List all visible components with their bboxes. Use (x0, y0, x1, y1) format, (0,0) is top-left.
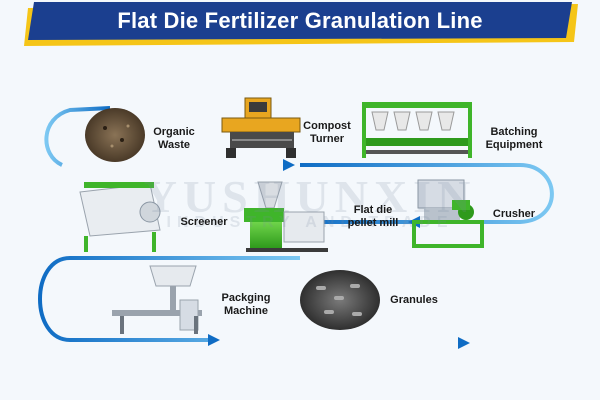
label-line: pellet mill (347, 217, 399, 229)
header-banner (24, 2, 578, 46)
watermark-sub: INDUSTRY AND TRADE (166, 214, 454, 231)
label-line: Compost (303, 120, 351, 132)
flow-segment-2 (300, 163, 554, 224)
flow-arrowhead-1 (283, 159, 295, 171)
page-title: Flat Die Fertilizer Granulation Line (117, 8, 483, 33)
flow-arrowhead-4 (458, 337, 470, 349)
step-label-granules: Granules (382, 294, 446, 307)
organic-waste-icon (85, 108, 145, 162)
watermark-brand: YUSHUNXIN (143, 171, 477, 222)
crusher-icon (412, 179, 484, 248)
label-line: Organic (153, 126, 195, 138)
step-label-packaging-machine: Packging Machine (214, 292, 278, 318)
label-line: Packging (221, 292, 271, 304)
screener-icon (79, 182, 161, 252)
label-line: Batching (490, 126, 538, 138)
step-label-compost-turner: Compost Turner (300, 120, 354, 146)
header: Flat Die Fertilizer Granulation Line (0, 0, 600, 48)
flow-line (38, 106, 554, 349)
label-line: Granules (390, 294, 438, 306)
pellet-mill-icon (244, 181, 328, 252)
compost-turner-icon (221, 97, 301, 158)
step-label-batching-equipment: Batching Equipment (478, 126, 550, 152)
label-line: Equipment (485, 139, 543, 151)
flow-arrowhead-3 (208, 334, 220, 346)
label-line: Flat die (353, 204, 393, 216)
packaging-machine-icon (112, 265, 202, 334)
banner-shape (28, 2, 572, 40)
label-line: Crusher (492, 208, 536, 220)
label-line: Waste (158, 139, 190, 151)
step-label-crusher: Crusher (486, 208, 542, 221)
granules-icon (300, 270, 380, 330)
batching-equipment-icon (362, 102, 472, 158)
step-label-organic-waste: Organic Waste (146, 126, 202, 152)
label-line: Screener (180, 216, 228, 228)
flow-segment-3 (38, 256, 300, 342)
label-line: Machine (223, 305, 268, 317)
step-label-flat-die-pellet-mill: Flat die pellet mill (340, 204, 406, 230)
label-line: Turner (309, 133, 345, 145)
flow-curve-start (44, 106, 111, 167)
step-label-screener: Screener (174, 216, 234, 229)
